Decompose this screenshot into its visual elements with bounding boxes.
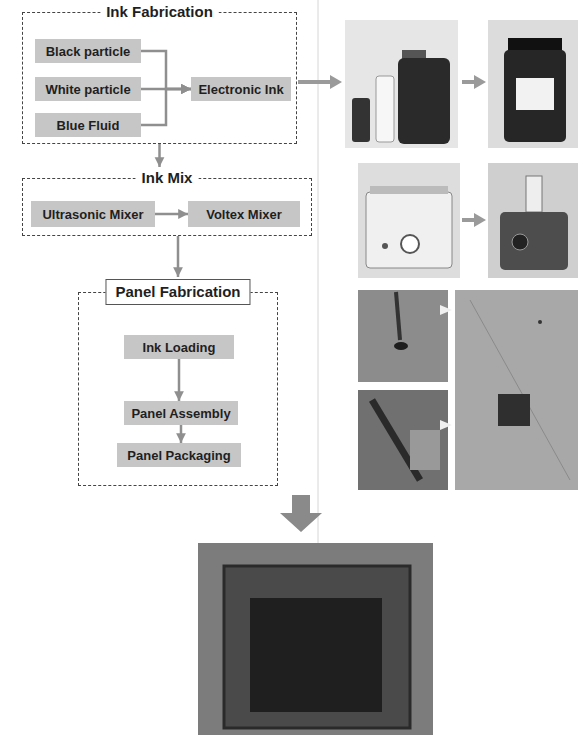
panel-display [250, 598, 382, 712]
stage-heading: Panel Fabrication [105, 279, 250, 305]
flow-connector [141, 51, 191, 94]
box-label: Panel Packaging [127, 448, 230, 463]
finished-panel-photo [198, 543, 433, 735]
mixer-knob [401, 235, 419, 253]
jar-lid [508, 38, 562, 52]
ink-jar [504, 50, 566, 142]
photo-ground [198, 543, 433, 735]
arrow-head [173, 267, 183, 277]
arrow-head [155, 157, 165, 167]
photo-ground [345, 20, 458, 148]
stage-group: Panel FabricationInk LoadingPanel Assemb… [78, 292, 278, 486]
photo-arrow [298, 75, 486, 89]
mixer-switch [382, 243, 388, 249]
process-box: White particle [35, 77, 141, 101]
panel-frame [224, 566, 410, 728]
box-label: White particle [45, 82, 130, 97]
arrow-head [440, 420, 452, 430]
stage-heading: Ink Fabrication [100, 3, 219, 21]
photo-arrow [462, 213, 486, 227]
sample-tube [526, 176, 542, 212]
jar-label [516, 78, 554, 110]
box-label: Blue Fluid [57, 118, 120, 133]
box-label: Electronic Ink [198, 82, 283, 97]
photo-ground [358, 163, 460, 278]
arrow-head [176, 433, 186, 443]
box-label: Black particle [46, 44, 131, 59]
panel-photo [455, 290, 578, 490]
dot [538, 320, 542, 324]
photo-ground [358, 290, 448, 382]
photo-arrow [440, 305, 452, 430]
arrow-head [440, 305, 452, 315]
process-box: Ultrasonic Mixer [31, 201, 155, 227]
process-box: Panel Assembly [124, 401, 238, 425]
mixer-lid [370, 186, 448, 194]
arrow-shaft [462, 218, 476, 222]
ultrasonic-mixer-photo [358, 163, 460, 278]
panel-edge [410, 430, 440, 470]
mixer-body [366, 192, 452, 268]
process-box: Panel Packaging [117, 443, 241, 467]
box-label: Voltex Mixer [206, 207, 282, 222]
blue-fluid-jar [398, 58, 450, 144]
mixer-knob [512, 234, 528, 250]
pipette [396, 292, 400, 340]
connector-line [141, 89, 191, 125]
flow-connector [155, 144, 165, 167]
photo-ground [488, 163, 578, 278]
arrow-head [330, 75, 342, 89]
flow-connector [141, 84, 191, 125]
box-label: Panel Assembly [131, 406, 230, 421]
arrow-head [174, 391, 184, 401]
arrow-head [181, 84, 191, 94]
arrow-head [181, 84, 191, 94]
ink-loading-photo [358, 290, 448, 382]
box-label: Ink Loading [143, 340, 216, 355]
box-label: Ultrasonic Mixer [42, 207, 143, 222]
arrow-head [474, 75, 486, 89]
flow-connector [176, 425, 186, 443]
stage-heading: Ink Mix [136, 169, 199, 187]
stage-group: Ink MixUltrasonic MixerVoltex Mixer [22, 178, 312, 236]
flow-connector [173, 236, 183, 277]
photo-ground [488, 20, 578, 148]
ink-square [498, 394, 530, 426]
process-box: Blue Fluid [35, 113, 141, 137]
arrow-head [181, 84, 191, 94]
mixer-body [500, 212, 568, 270]
process-box: Ink Loading [124, 335, 234, 359]
photo-ground [455, 290, 578, 490]
ink-drop [394, 342, 408, 350]
arrow-head [474, 213, 486, 227]
photo-ground [358, 390, 448, 490]
flow-connector [174, 359, 184, 401]
flow-connector [155, 209, 188, 219]
panel-assembly-photo [358, 390, 448, 490]
connector-line [141, 51, 191, 89]
vortex-mixer-photo [488, 163, 578, 278]
black-particle-jar [352, 98, 370, 142]
panel-edge [470, 300, 570, 480]
arrow-shaft [462, 80, 476, 84]
arrow-head [178, 209, 188, 219]
process-box: Black particle [35, 39, 141, 63]
ink-bottles-photo [345, 20, 458, 148]
stage-group: Ink FabricationBlack particleWhite parti… [22, 12, 297, 144]
process-box: Voltex Mixer [188, 201, 300, 227]
electronic-ink-photo [488, 20, 578, 148]
big-down-arrow [280, 495, 322, 532]
white-particle-bottle [376, 76, 394, 142]
process-box: Electronic Ink [191, 77, 291, 101]
arrow-shaft [298, 80, 332, 84]
